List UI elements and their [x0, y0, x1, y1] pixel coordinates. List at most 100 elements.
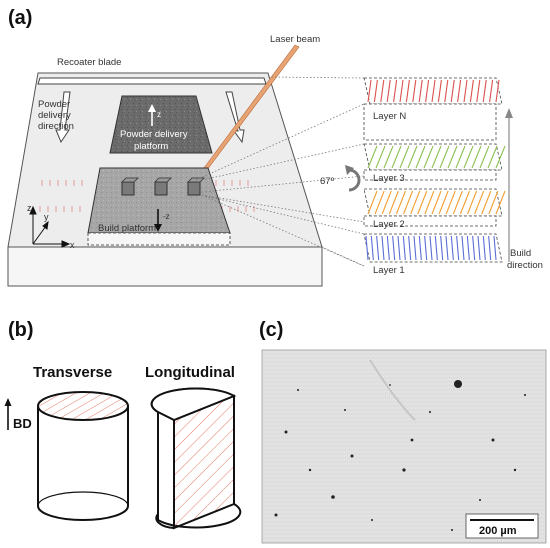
scan-vector-line: [405, 79, 410, 103]
scan-vector-line: [439, 145, 450, 169]
scan-vector-line: [482, 235, 486, 261]
pore-dot: [297, 389, 299, 391]
scan-vector-line: [461, 235, 465, 261]
scan-vector-line: [374, 190, 385, 215]
plate-scan-lines: [39, 180, 255, 212]
scan-vector-line: [418, 79, 423, 103]
pore-dot: [274, 513, 278, 517]
scan-vector-line: [373, 79, 378, 103]
scan-vector-line: [469, 79, 474, 103]
scan-vector-line: [488, 235, 492, 261]
micrograph: [261, 349, 547, 544]
scan-vector-line: [471, 145, 482, 169]
scan-vector-line: [477, 235, 481, 261]
pore-dot: [479, 499, 481, 501]
scan-vector-line: [489, 79, 494, 103]
scan-vector-line: [381, 235, 385, 261]
pore-dot: [389, 384, 391, 386]
scan-vector-line: [482, 79, 487, 103]
build-parts: [121, 177, 205, 196]
scan-vector-line: [367, 79, 372, 103]
scan-vector-line: [391, 145, 402, 169]
scan-vector-line: [381, 190, 392, 215]
scan-vector-line: [431, 79, 436, 103]
scan-vector-line: [386, 235, 390, 261]
layer-1-slab: [363, 233, 503, 263]
powder-direction-label-2: delivery: [38, 110, 71, 121]
scan-vector-line: [479, 145, 490, 169]
scan-vector-line: [445, 190, 456, 215]
pore-dot: [344, 409, 346, 411]
layer-2-slab: [363, 188, 506, 227]
scan-vector-line: [440, 235, 444, 261]
build-direction-label-2: direction: [507, 260, 543, 271]
scan-vector-line: [457, 79, 462, 103]
scan-vector-line: [417, 190, 428, 215]
scan-vector-line: [463, 145, 474, 169]
scan-vector-line: [476, 79, 481, 103]
scan-vector-line: [410, 190, 421, 215]
scan-vector-line: [388, 190, 399, 215]
rotation-arrow-icon: [345, 165, 361, 192]
pore-dot: [308, 468, 312, 472]
scan-vector-line: [403, 190, 414, 215]
rotation-angle-label: 67º: [320, 176, 335, 187]
build-direction-label-1: Build: [510, 248, 531, 259]
scan-vector-line: [402, 235, 406, 261]
pore-dot: [524, 394, 526, 396]
powder-platform-z-label: z: [157, 110, 161, 119]
scan-vector-line: [452, 190, 463, 215]
layer-1-label: Layer 1: [373, 265, 405, 276]
panel-b-label: (b): [8, 319, 34, 341]
build-platform-minus-z-label: -z: [163, 212, 170, 221]
scan-vector-line: [367, 145, 378, 169]
scan-vector-line: [437, 79, 442, 103]
scan-vector-line: [444, 79, 449, 103]
scan-vector-line: [455, 145, 466, 169]
scale-bar-label: 200 µm: [479, 525, 517, 537]
pore-dot: [331, 495, 335, 499]
scan-vector-line: [415, 145, 426, 169]
scan-vector-line: [445, 235, 449, 261]
powder-delivery-arrow-right: [225, 91, 245, 144]
scan-vector-line: [495, 145, 506, 169]
scan-vector-line: [408, 235, 412, 261]
scan-vector-line: [423, 145, 434, 169]
panel-c-label: (c): [259, 319, 283, 341]
scan-vector-line: [424, 190, 435, 215]
powder-direction-label-3: direction: [38, 121, 74, 132]
longitudinal-label: Longitudinal: [145, 364, 235, 381]
scan-vector-line: [424, 235, 428, 261]
powder-delivery-arrow-left: [55, 91, 71, 144]
layer-stack: [363, 77, 506, 263]
laser-beam-label: Laser beam: [270, 34, 320, 45]
pore-dot: [371, 519, 373, 521]
powder-delivery-platform: [109, 95, 213, 154]
longitudinal-half-cylinder: [150, 387, 242, 530]
axis-z-label: z: [27, 203, 32, 213]
scan-vector-line: [413, 235, 417, 261]
scan-vector-line: [376, 235, 380, 261]
layer-n-label: Layer N: [373, 111, 406, 122]
pore-dot: [491, 438, 495, 442]
pore-dot: [402, 468, 406, 472]
scan-vector-line: [399, 79, 404, 103]
layer-n-slab: [363, 77, 503, 141]
layer-2-label: Layer 2: [373, 219, 405, 230]
scan-vector-line: [434, 235, 438, 261]
recoater-blade-label: Recoater blade: [57, 57, 121, 68]
scan-vector-line: [495, 190, 506, 215]
axis-x-label: x: [70, 240, 75, 250]
scan-vector-line: [487, 145, 498, 169]
scan-vector-line: [488, 190, 499, 215]
scan-vector-line: [383, 145, 394, 169]
recoater-blade: [37, 77, 267, 85]
scan-vector-line: [407, 145, 418, 169]
scan-vector-line: [438, 190, 449, 215]
scan-vector-line: [392, 235, 396, 261]
scan-vector-line: [495, 79, 500, 103]
build-down-arrow: [154, 209, 162, 232]
scan-vector-line: [380, 79, 385, 103]
scan-vector-line: [386, 79, 391, 103]
scan-vector-line: [472, 235, 476, 261]
